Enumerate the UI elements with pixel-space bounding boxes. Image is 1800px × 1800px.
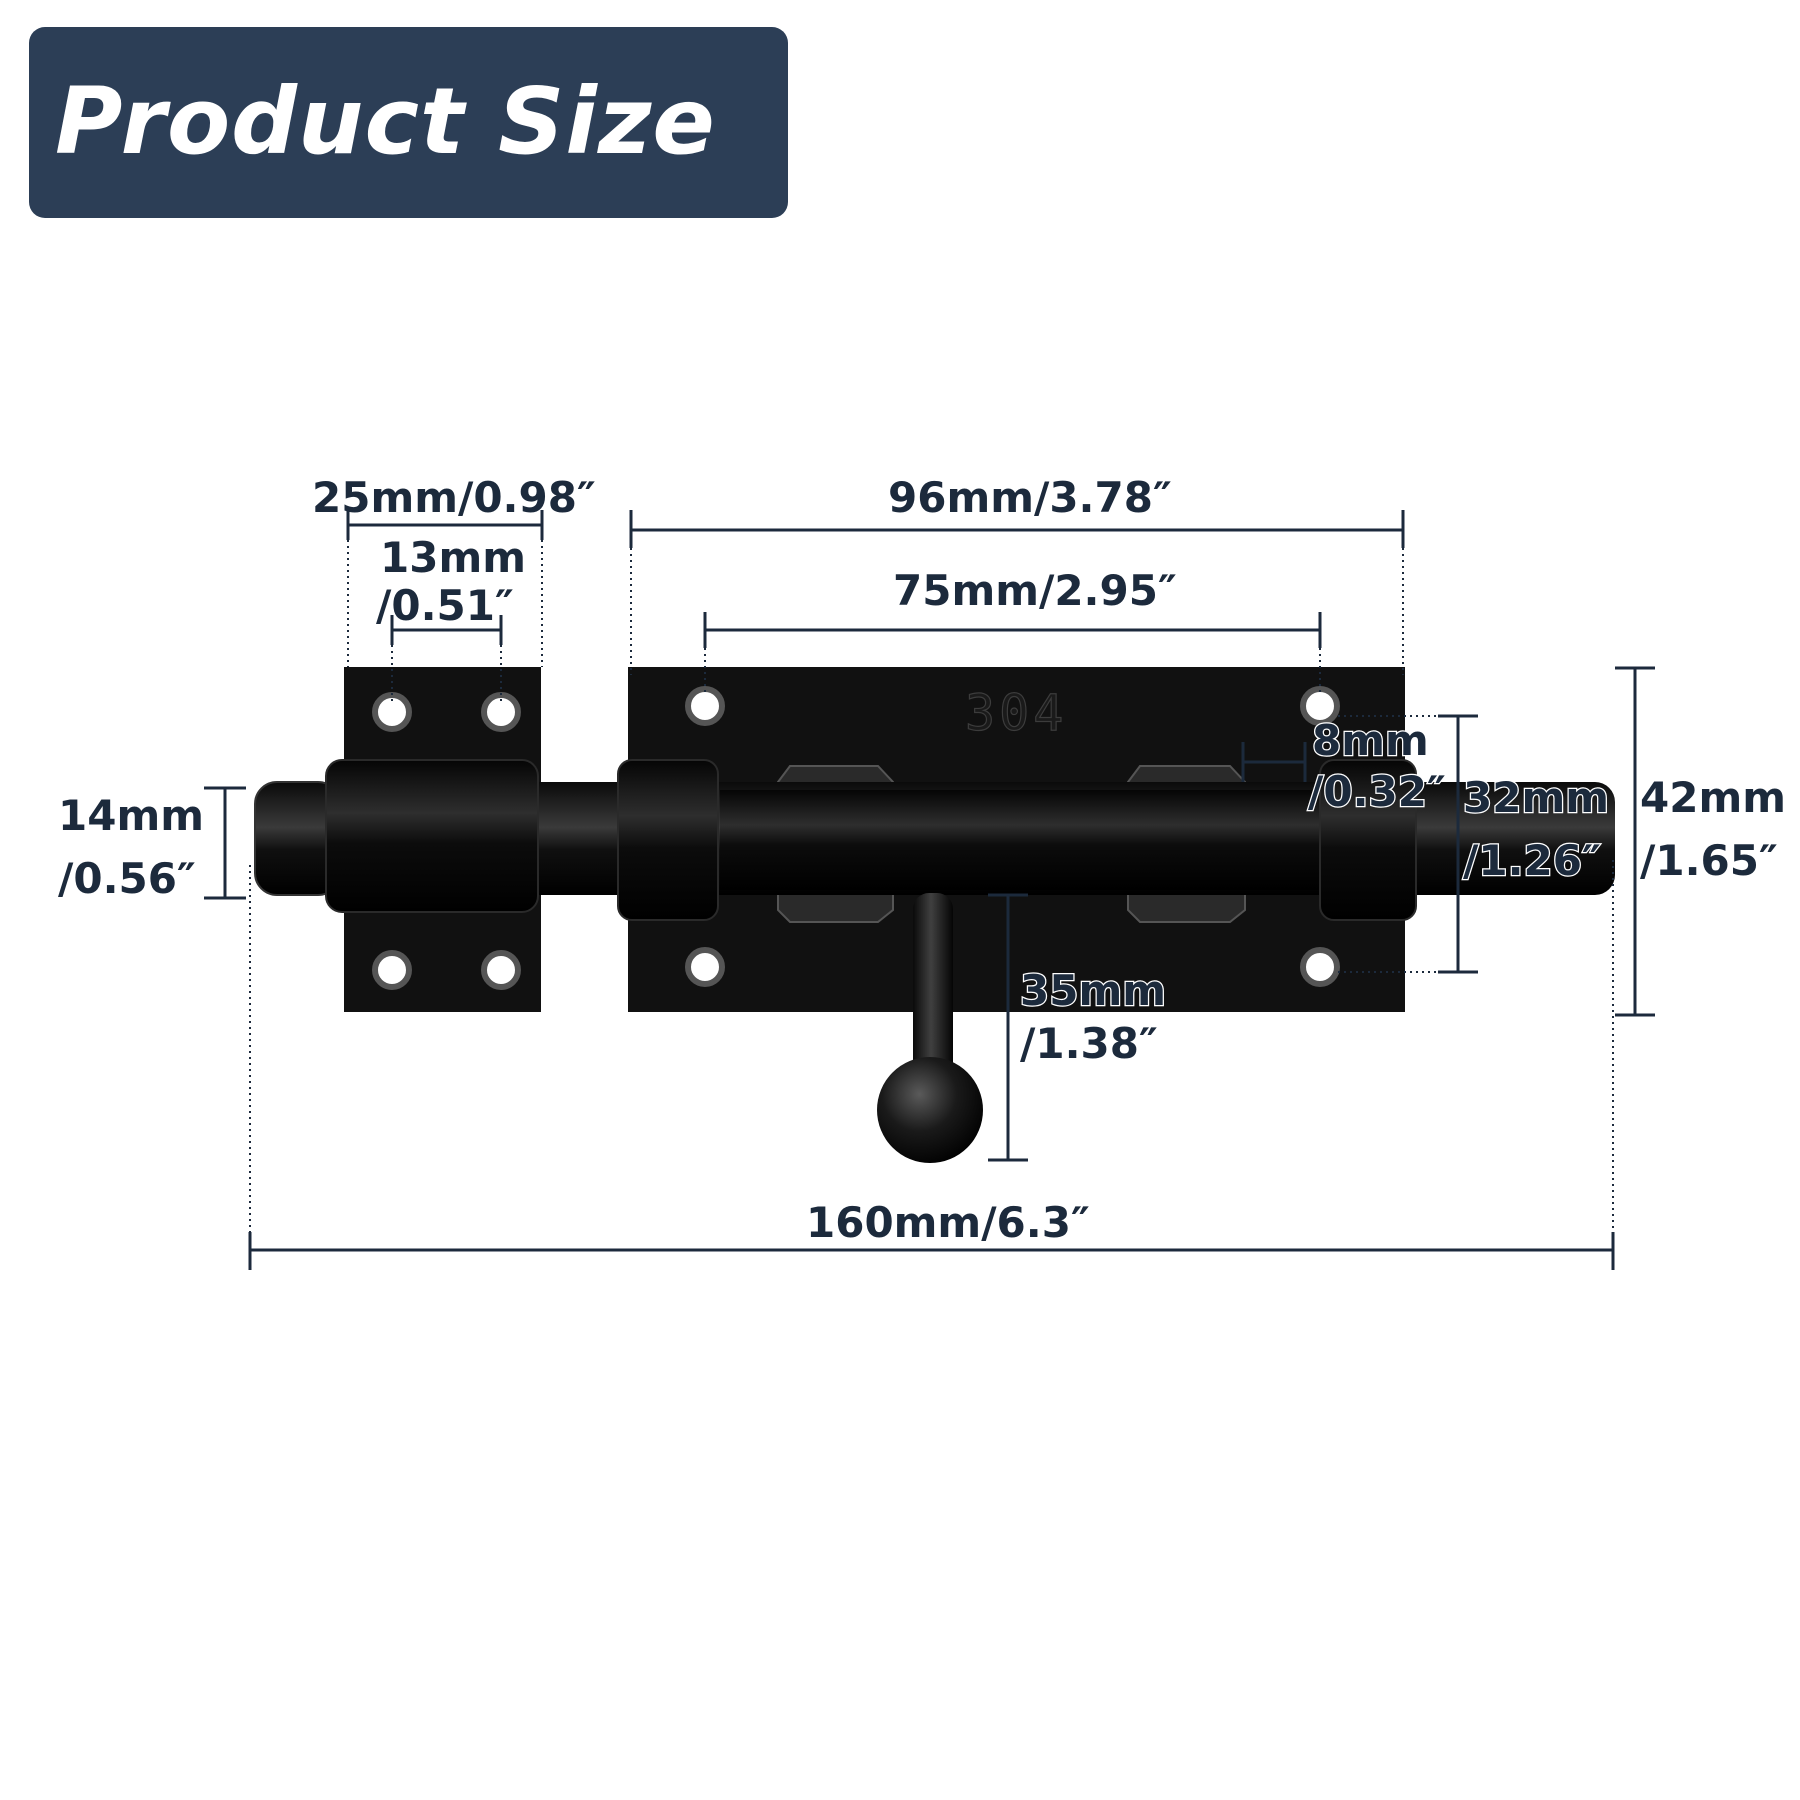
dimension-lines (204, 510, 1655, 1270)
strike-hole-spacing-in-label: /0.51″ (376, 581, 514, 630)
plate-hole (1300, 686, 1340, 726)
bolt-diameter-in-label: /0.56″ (58, 854, 196, 903)
plate-hole (685, 947, 725, 987)
bolt-barrel (720, 790, 1320, 890)
strike-hole (481, 950, 521, 990)
handle-length-in-label: /1.38″ (1020, 1019, 1158, 1068)
material-stamp: 304 (965, 684, 1067, 742)
collar-strike (325, 759, 539, 913)
bolt-diameter-mm-label: 14mm (58, 791, 204, 840)
plate-width-label: 96mm/3.78″ (888, 473, 1172, 522)
plate-height-mm-label: 42mm (1640, 773, 1786, 822)
hole-vertical-spacing-in-label: /1.26″ (1463, 836, 1601, 885)
dimension-labels: 25mm/0.98″ 13mm /0.51″ 96mm/3.78″ 75mm/2… (58, 473, 1786, 1247)
strike-hole (372, 950, 412, 990)
handle-length-mm-label: 35mm (1020, 966, 1166, 1015)
overall-length-label: 160mm/6.3″ (806, 1198, 1090, 1247)
hole-diameter-mm-label: 8mm (1312, 716, 1429, 765)
plate-height-in-label: /1.65″ (1640, 836, 1778, 885)
strike-width-label: 25mm/0.98″ (312, 473, 596, 522)
collar-left (617, 759, 719, 921)
hole-diameter-in-label: /0.32″ (1308, 767, 1446, 816)
plate-hole (685, 686, 725, 726)
plate-hole (1300, 947, 1340, 987)
plate-hole-spacing-label: 75mm/2.95″ (893, 566, 1177, 615)
hole-vertical-spacing-mm-label: 32mm (1463, 773, 1609, 822)
product-artwork: 304 (254, 667, 1615, 1163)
bolt-handle (913, 893, 953, 1093)
collar-right (1319, 759, 1417, 921)
strike-hole-spacing-mm-label: 13mm (380, 533, 526, 582)
page-title: Product Size (55, 68, 716, 175)
header-badge (29, 27, 788, 218)
plate-holes (685, 686, 1340, 987)
handle-knob (877, 1057, 983, 1163)
